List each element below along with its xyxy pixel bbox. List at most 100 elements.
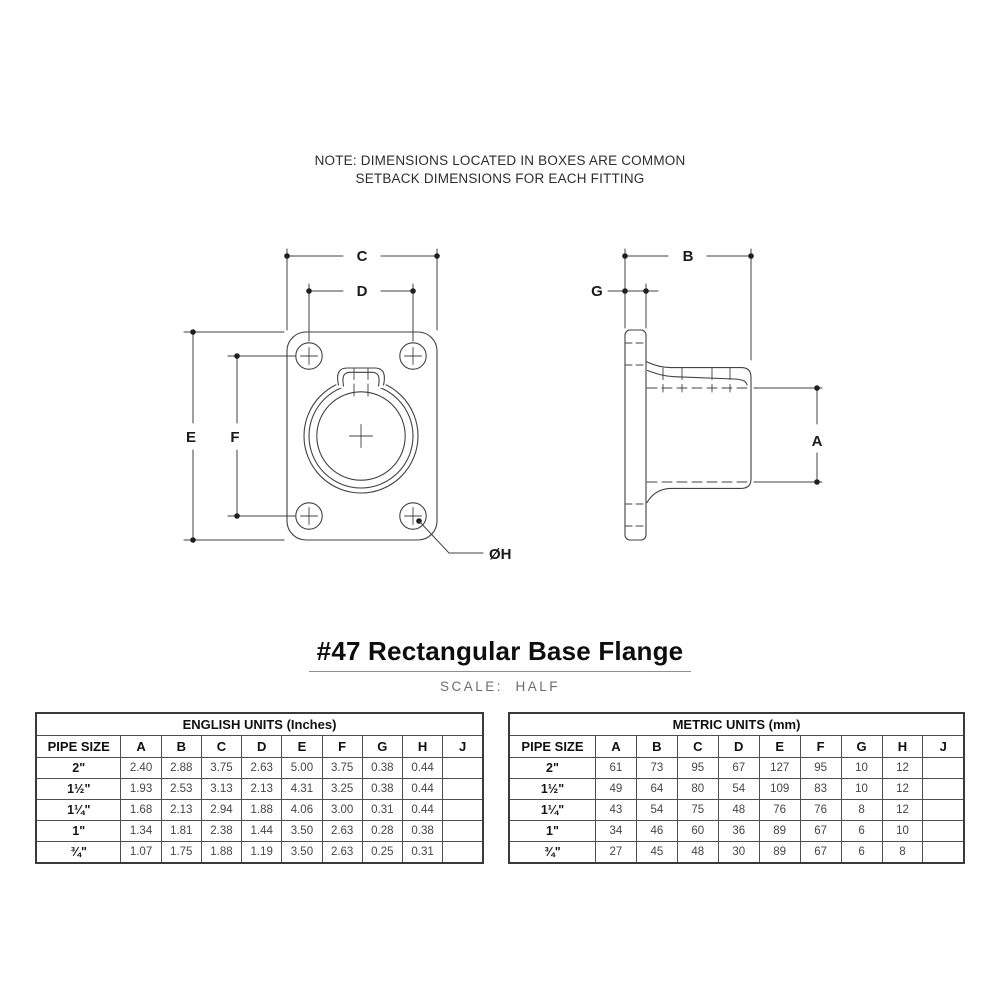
dim-b-extension-lines	[624, 248, 752, 361]
value-cell: 10	[840, 778, 883, 800]
dim-f	[227, 353, 296, 519]
dim-label-hole-dia: ØH	[489, 546, 512, 563]
value-cell: 1.81	[160, 820, 202, 842]
column-header: C	[200, 735, 243, 758]
table-title: ENGLISH UNITS (Inches)	[35, 712, 484, 736]
column-header: H	[401, 735, 444, 758]
column-header: PIPE SIZE	[35, 735, 122, 758]
dim-a-extension-lines	[753, 387, 823, 483]
value-cell	[922, 799, 965, 821]
value-cell: 73	[635, 757, 678, 779]
value-cell: 0.28	[361, 820, 403, 842]
value-cell: 49	[594, 778, 637, 800]
value-cell: 0.31	[361, 799, 403, 821]
value-cell: 27	[594, 841, 637, 864]
column-header: A	[594, 735, 637, 758]
value-cell: 3.00	[321, 799, 363, 821]
value-cell: 1.88	[241, 799, 283, 821]
value-cell: 54	[717, 778, 760, 800]
setback-note: NOTE: DIMENSIONS LOCATED IN BOXES ARE CO…	[0, 152, 1000, 188]
pipe-size-cell: 2"	[35, 757, 122, 779]
dim-dot	[284, 253, 290, 259]
front-view: C D E F ØH	[183, 248, 512, 563]
value-cell: 8	[840, 799, 883, 821]
page-title: #47 Rectangular Base Flange	[308, 636, 692, 672]
value-cell: 0.44	[401, 778, 444, 800]
dim-dot	[190, 537, 196, 543]
column-header: G	[840, 735, 883, 758]
value-cell	[922, 841, 965, 864]
dim-g	[607, 283, 659, 329]
value-cell: 1.07	[120, 841, 162, 864]
value-cell: 48	[717, 799, 760, 821]
value-cell: 76	[799, 799, 842, 821]
leader-line	[418, 520, 484, 554]
dim-c-extension-lines	[286, 248, 438, 331]
dim-dot	[814, 385, 820, 391]
value-cell: 6	[840, 820, 883, 842]
value-cell: 1.88	[200, 841, 243, 864]
note-line-2: SETBACK DIMENSIONS FOR EACH FITTING	[355, 171, 645, 186]
value-cell: 0.25	[361, 841, 403, 864]
value-cell	[922, 778, 965, 800]
dim-label-f: F	[230, 429, 239, 446]
pipe-size-cell: ¾"	[508, 841, 596, 864]
column-header: A	[120, 735, 162, 758]
value-cell: 5.00	[281, 757, 323, 779]
pipe-size-cell: 1¼"	[35, 799, 122, 821]
note-line-1: NOTE: DIMENSIONS LOCATED IN BOXES ARE CO…	[314, 153, 686, 168]
bolt-hole	[399, 342, 427, 370]
dim-dot	[234, 513, 240, 519]
value-cell: 36	[717, 820, 760, 842]
setscrew-lug-outer	[337, 367, 385, 386]
hole-center-crosses	[300, 347, 422, 525]
value-cell: 48	[676, 841, 719, 864]
column-header: E	[281, 735, 323, 758]
socket-boss	[303, 366, 419, 494]
value-cell: 80	[676, 778, 719, 800]
value-cell: 89	[758, 841, 801, 864]
dim-dot	[622, 288, 628, 294]
value-cell: 0.44	[401, 799, 444, 821]
value-cell: 3.25	[321, 778, 363, 800]
dim-dot	[306, 288, 312, 294]
column-header: F	[799, 735, 842, 758]
value-cell: 2.13	[241, 778, 283, 800]
dim-e-extension-lines	[183, 331, 285, 541]
dim-c	[284, 248, 440, 331]
value-cell: 2.63	[321, 820, 363, 842]
value-cell: 127	[758, 757, 801, 779]
scale-label: SCALE: HALF	[439, 679, 561, 694]
hidden-bore-lines	[646, 387, 751, 483]
dim-label-d: D	[357, 283, 368, 300]
bolt-holes	[295, 342, 427, 530]
value-cell: 46	[635, 820, 678, 842]
value-cell: 2.63	[241, 757, 283, 779]
dim-dot	[814, 479, 820, 485]
column-header: PIPE SIZE	[508, 735, 596, 758]
value-cell: 54	[635, 799, 678, 821]
value-cell: 76	[758, 799, 801, 821]
hub-outline	[645, 360, 752, 504]
value-cell: 64	[635, 778, 678, 800]
hub-inner-edge	[646, 369, 748, 386]
table-title-row: ENGLISH UNITS (Inches)	[35, 712, 484, 736]
value-cell: 1.19	[241, 841, 283, 864]
column-header: G	[361, 735, 403, 758]
value-cell: 95	[676, 757, 719, 779]
value-cell	[442, 778, 484, 800]
value-cell: 0.38	[401, 820, 444, 842]
dim-a	[753, 385, 823, 485]
value-cell: 2.13	[160, 799, 202, 821]
value-cell: 3.75	[200, 757, 243, 779]
table-title: METRIC UNITS (mm)	[508, 712, 965, 736]
value-cell: 83	[799, 778, 842, 800]
value-cell: 2.53	[160, 778, 202, 800]
value-cell	[442, 820, 484, 842]
column-header: C	[676, 735, 719, 758]
